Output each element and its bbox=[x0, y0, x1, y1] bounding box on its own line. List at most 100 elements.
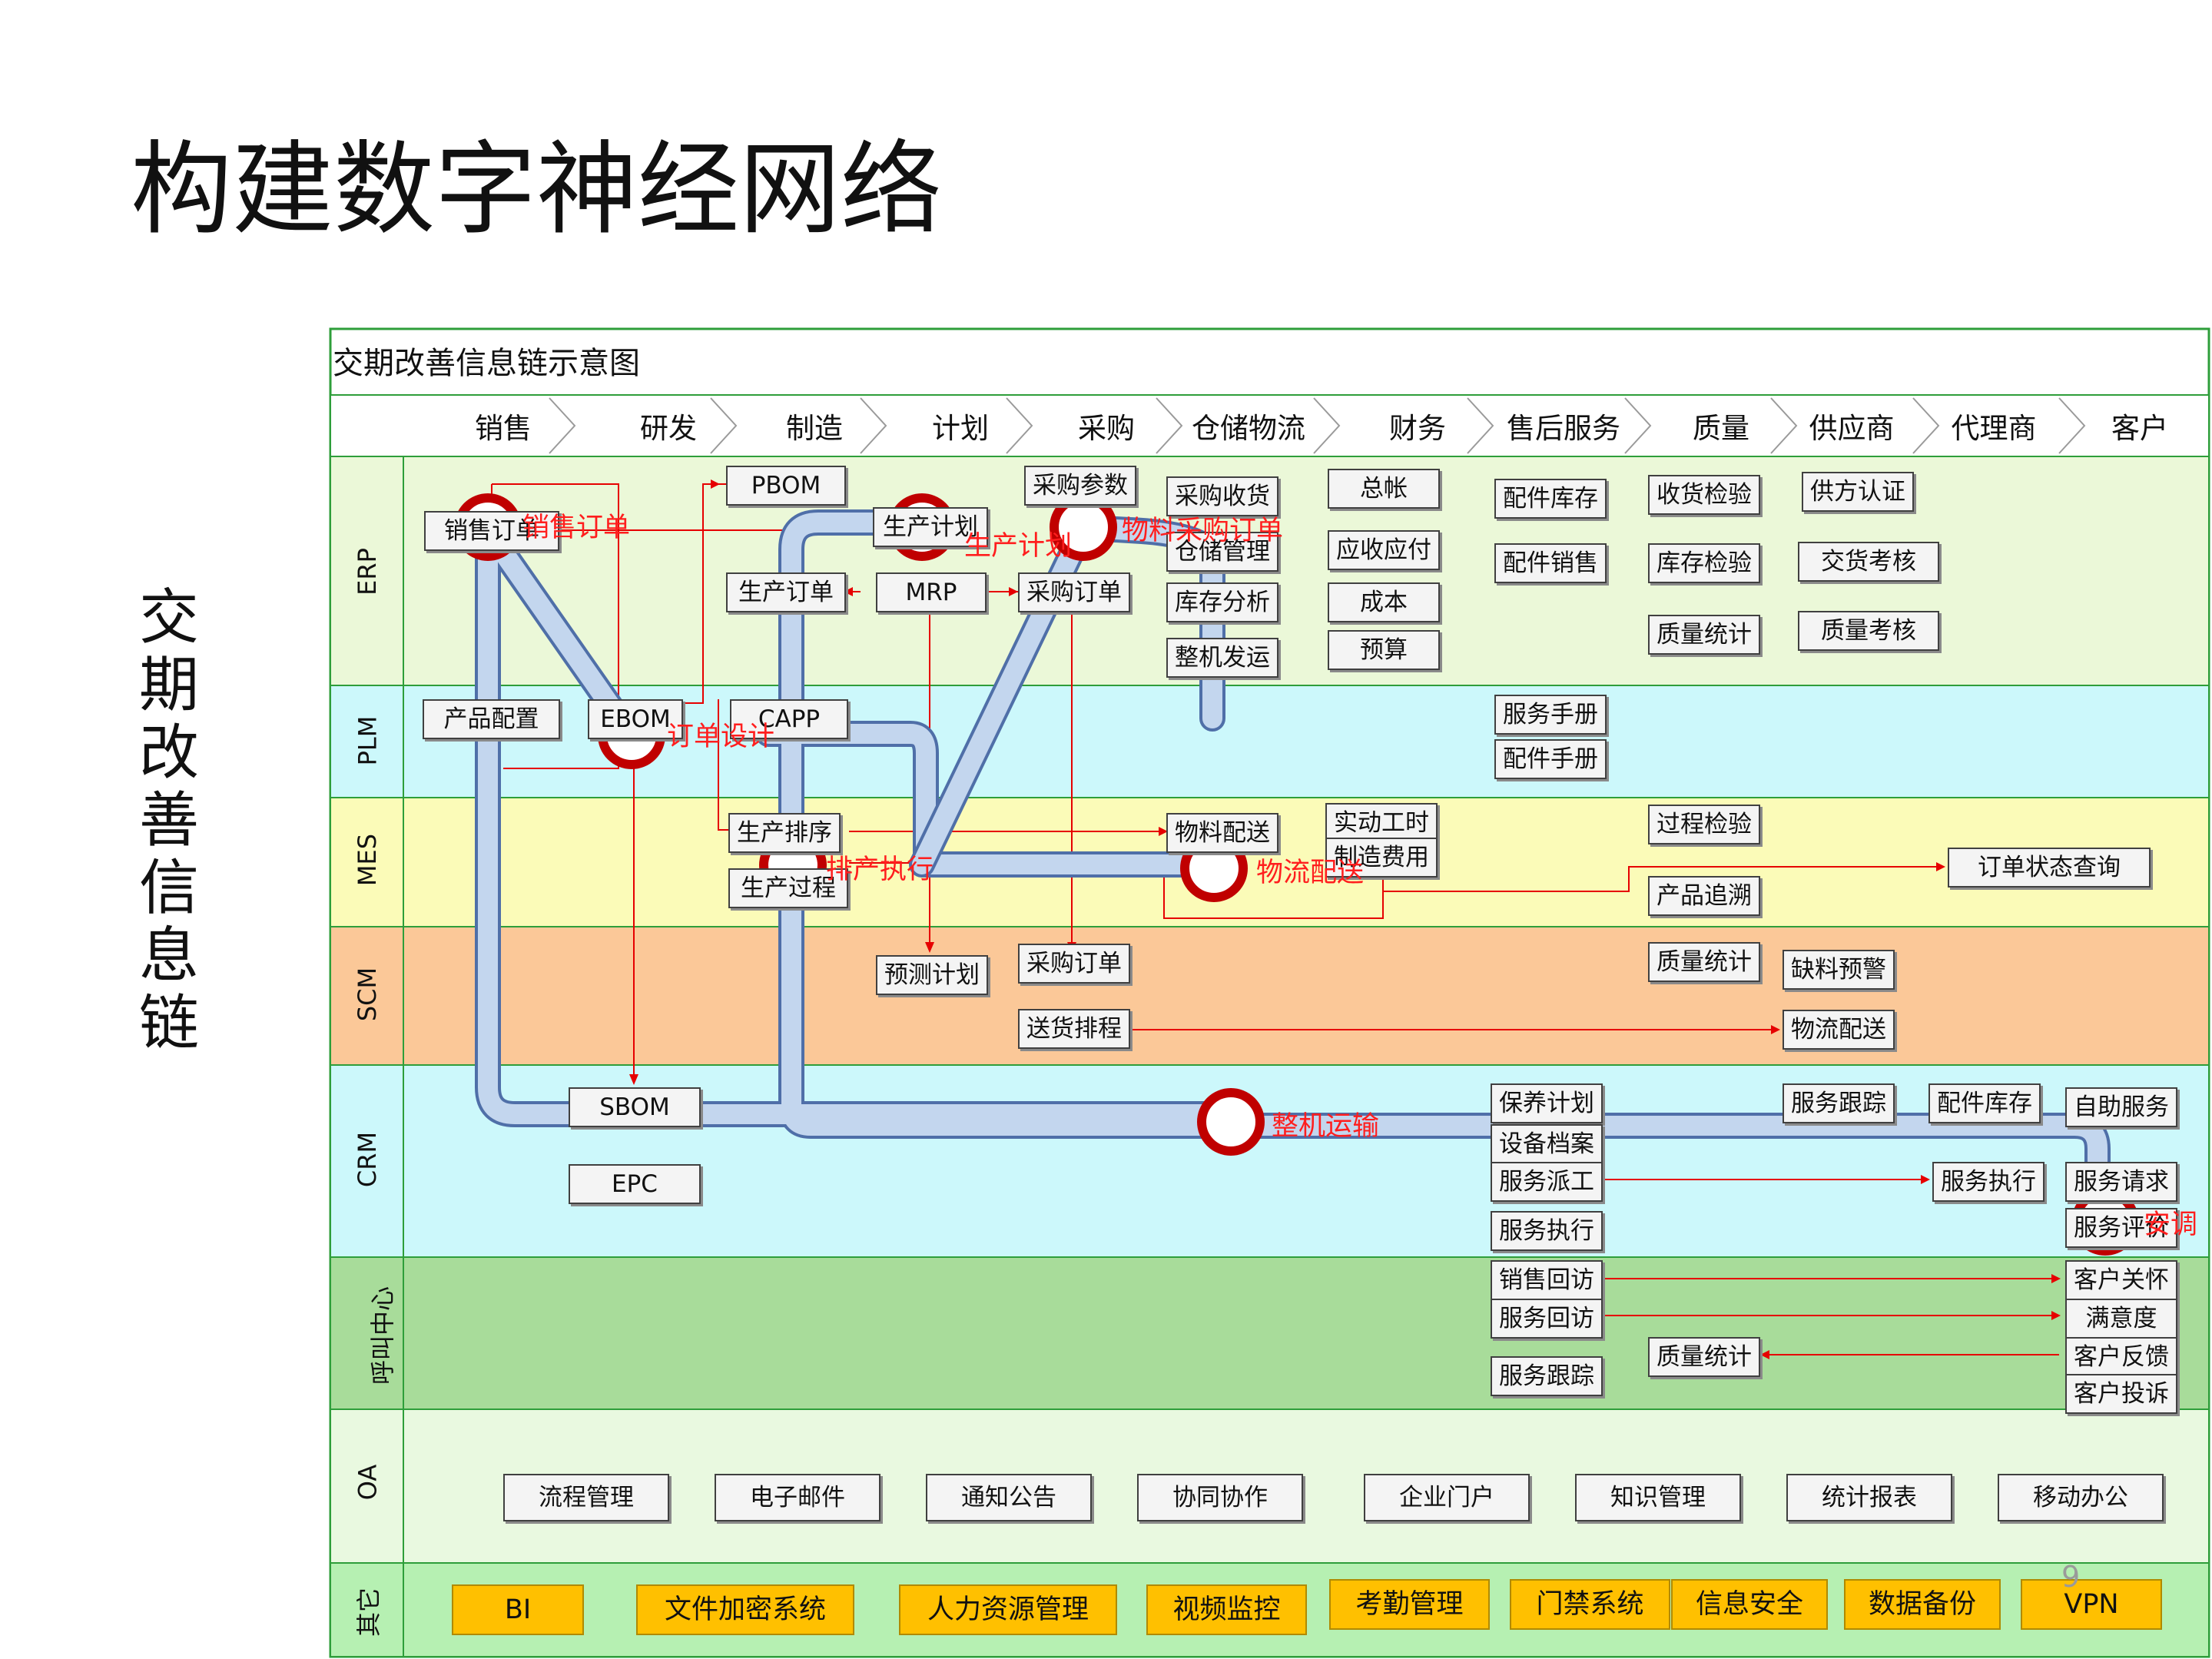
oa-item-portal: 企业门户 bbox=[1364, 1474, 1530, 1521]
box-pbom: PBOM bbox=[726, 466, 846, 506]
box-process-inspection: 过程检验 bbox=[1648, 805, 1760, 844]
box-epc: EPC bbox=[569, 1164, 701, 1204]
box-supplier-cert: 供方认证 bbox=[1802, 472, 1914, 512]
oa-item-mobile: 移动办公 bbox=[1998, 1474, 2164, 1521]
other-item-attendance: 考勤管理 bbox=[1329, 1579, 1490, 1630]
chain-label-prod-plan: 生产计划 bbox=[964, 531, 1073, 562]
column-header-rd: 研发 bbox=[640, 412, 697, 445]
column-header-plan: 计划 bbox=[932, 412, 989, 445]
box-mrp: MRP bbox=[876, 572, 987, 612]
box-ar-ap: 应收应付 bbox=[1328, 530, 1440, 570]
oa-item-workflow: 流程管理 bbox=[503, 1474, 669, 1521]
box-service-exec-right: 服务执行 bbox=[1932, 1162, 2045, 1202]
box-quality-stats-scm: 质量统计 bbox=[1648, 942, 1760, 982]
box-logistics-delivery: 物流配送 bbox=[1783, 1010, 1895, 1050]
box-quality-assess: 质量考核 bbox=[1798, 611, 1939, 651]
other-item-file-encryption: 文件加密系统 bbox=[636, 1584, 854, 1635]
box-service-exec-crm: 服务执行 bbox=[1491, 1211, 1603, 1251]
box-service-eval: 服务评价 bbox=[2065, 1208, 2177, 1248]
box-receipt-inspection: 收货检验 bbox=[1648, 475, 1760, 515]
oa-item-reports: 统计报表 bbox=[1786, 1474, 1952, 1521]
column-header-aftersales: 售后服务 bbox=[1507, 412, 1620, 445]
lane-callcenter-bg bbox=[330, 1256, 2210, 1410]
box-service-follow: 服务跟踪 bbox=[1491, 1356, 1603, 1396]
lane-label-plm: PLM bbox=[352, 715, 382, 766]
box-purchase-receipt: 采购收货 bbox=[1166, 476, 1278, 516]
box-maintenance-plan: 保养计划 bbox=[1491, 1083, 1603, 1123]
page-number: 9 bbox=[2061, 1560, 2081, 1594]
header-chevrons bbox=[549, 397, 2086, 454]
oa-item-notice: 通知公告 bbox=[926, 1474, 1092, 1521]
box-material-delivery: 物料配送 bbox=[1166, 813, 1278, 853]
lane-label-crm: CRM bbox=[353, 1131, 382, 1188]
box-shortage-alert: 缺料预警 bbox=[1783, 950, 1895, 990]
box-product-trace: 产品追溯 bbox=[1648, 876, 1760, 916]
diagram-title: 交期改善信息链示意图 bbox=[333, 346, 640, 381]
column-header-purchase: 采购 bbox=[1078, 412, 1135, 445]
other-item-bi: BI bbox=[452, 1584, 584, 1635]
box-customer-complaint: 客户投诉 bbox=[2065, 1374, 2177, 1414]
lane-label-oa: OA bbox=[352, 1464, 382, 1501]
box-sales-callback: 销售回访 bbox=[1491, 1260, 1603, 1300]
other-item-vpn: VPN bbox=[2021, 1579, 2162, 1630]
column-header-mfg: 制造 bbox=[786, 412, 843, 445]
box-sbom: SBOM bbox=[569, 1087, 701, 1127]
box-service-dispatch: 服务派工 bbox=[1491, 1162, 1603, 1202]
oa-item-collab: 协同协作 bbox=[1137, 1474, 1303, 1521]
box-customer-feedback: 客户反馈 bbox=[2065, 1337, 2177, 1377]
column-header-sales: 销售 bbox=[475, 412, 532, 445]
other-item-security: 信息安全 bbox=[1671, 1579, 1828, 1630]
lane-scm-bg bbox=[330, 926, 2210, 1066]
box-prod-sequence: 生产排序 bbox=[728, 813, 841, 853]
box-sales-order: 销售订单 bbox=[424, 511, 559, 551]
box-customer-care: 客户关怀 bbox=[2065, 1260, 2177, 1300]
other-item-video: 视频监控 bbox=[1146, 1584, 1307, 1635]
other-item-backup: 数据备份 bbox=[1844, 1579, 2001, 1630]
box-order-status-query: 订单状态查询 bbox=[1948, 848, 2151, 888]
box-cost: 成本 bbox=[1328, 582, 1440, 622]
box-service-tracking-crm: 服务跟踪 bbox=[1783, 1083, 1895, 1123]
box-quality-stats-cc: 质量统计 bbox=[1648, 1337, 1760, 1377]
box-parts-sales: 配件销售 bbox=[1494, 543, 1607, 583]
chain-label-schedule-exec: 排产执行 bbox=[826, 854, 934, 885]
column-header-agent: 代理商 bbox=[1951, 412, 2037, 445]
box-delivery-assess: 交货考核 bbox=[1798, 542, 1939, 582]
box-forecast-plan: 预测计划 bbox=[876, 955, 988, 995]
column-header-supplier: 供应商 bbox=[1809, 412, 1895, 445]
box-prod-plan: 生产计划 bbox=[873, 507, 988, 547]
box-self-service: 自助服务 bbox=[2065, 1087, 2177, 1127]
other-item-access-control: 门禁系统 bbox=[1510, 1579, 1670, 1630]
box-service-callback: 服务回访 bbox=[1491, 1299, 1603, 1339]
column-header-quality: 质量 bbox=[1693, 412, 1749, 445]
box-satisfaction: 满意度 bbox=[2065, 1299, 2177, 1339]
box-ebom: EBOM bbox=[588, 699, 683, 739]
lane-label-callcenter: 呼叫中心 bbox=[368, 1286, 398, 1385]
box-equipment-file: 设备档案 bbox=[1491, 1124, 1603, 1164]
chain-label-logistics: 物流配送 bbox=[1256, 858, 1365, 888]
box-warehouse-mgmt: 仓储管理 bbox=[1166, 532, 1278, 572]
oa-item-knowledge: 知识管理 bbox=[1575, 1474, 1741, 1521]
column-header-customer: 客户 bbox=[2111, 412, 2168, 445]
box-service-request: 服务请求 bbox=[2065, 1162, 2177, 1202]
lane-label-other: 其它 bbox=[353, 1587, 383, 1637]
node-shipping bbox=[1197, 1088, 1265, 1156]
lane-label-scm: SCM bbox=[352, 967, 382, 1022]
column-header-finance: 财务 bbox=[1389, 412, 1446, 445]
vertical-title: 交期改善信息链 bbox=[138, 583, 199, 1058]
box-quality-stats-erp: 质量统计 bbox=[1648, 615, 1760, 655]
box-parts-inventory: 配件库存 bbox=[1494, 479, 1607, 519]
box-parts-stock-crm: 配件库存 bbox=[1928, 1083, 2041, 1123]
box-prod-process: 生产过程 bbox=[728, 868, 848, 908]
box-budget: 预算 bbox=[1328, 630, 1440, 670]
box-general-ledger: 总帐 bbox=[1328, 469, 1440, 509]
box-purchase-order-scm: 采购订单 bbox=[1018, 944, 1130, 984]
column-header-warehouse: 仓储物流 bbox=[1192, 412, 1305, 445]
lane-label-mes: MES bbox=[352, 833, 382, 887]
other-item-hr: 人力资源管理 bbox=[899, 1584, 1117, 1635]
chain-label-install: 安调 bbox=[2144, 1209, 2198, 1240]
box-shipping: 整机发运 bbox=[1166, 638, 1278, 678]
box-capp: CAPP bbox=[730, 699, 848, 739]
chain-label-shipping: 整机运输 bbox=[1272, 1111, 1380, 1142]
box-delivery-schedule: 送货排程 bbox=[1018, 1009, 1130, 1049]
